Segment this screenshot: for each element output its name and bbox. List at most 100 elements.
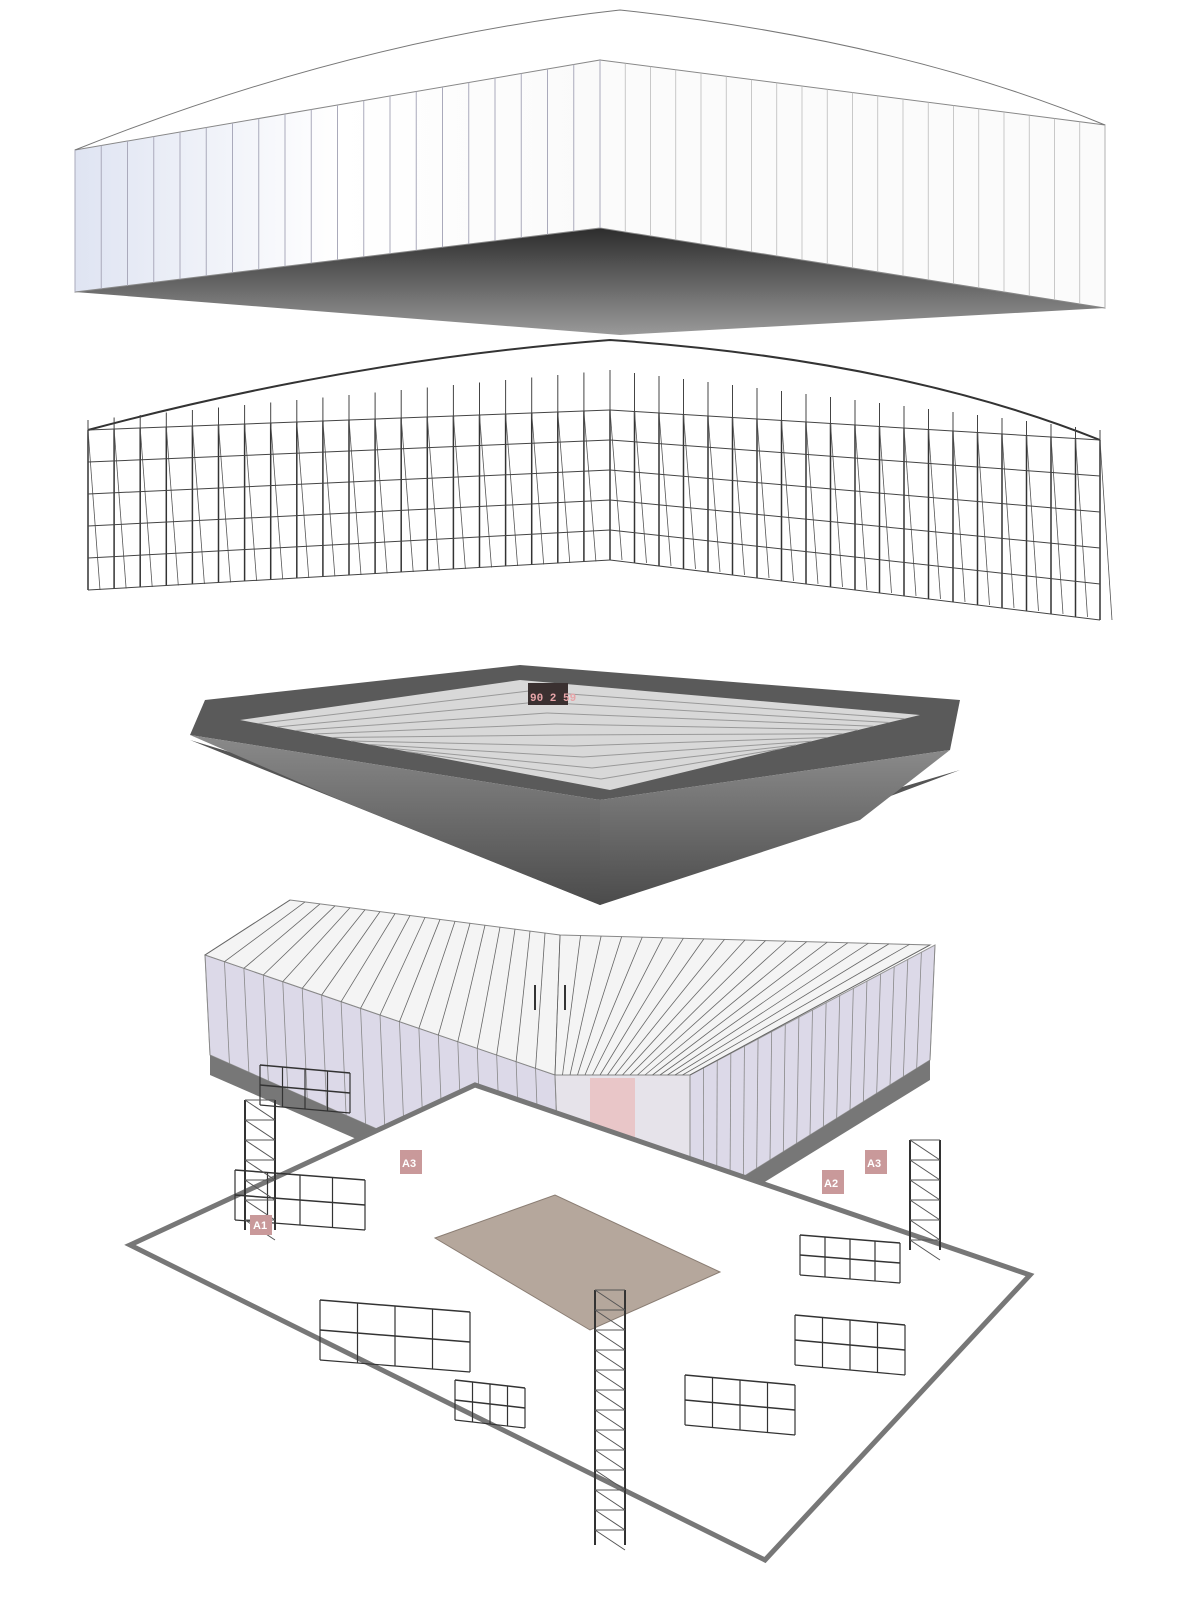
module-beam [319, 1329, 471, 1343]
seating-row [350, 740, 575, 747]
seating-row [573, 737, 828, 747]
truss-brace [805, 421, 819, 585]
tower-brace [594, 1529, 626, 1551]
module-beam [259, 1064, 351, 1074]
truss-brace [1001, 433, 1015, 609]
truss-brace [505, 413, 518, 567]
module-beam [799, 1254, 901, 1264]
seating-row [555, 723, 859, 731]
seating-row [276, 701, 539, 728]
scaffold-rake [682, 944, 910, 1076]
roof-envelope-layer [74, 9, 1106, 335]
truss-brace [348, 419, 362, 576]
gate-a2-label: A2 [824, 1178, 838, 1190]
scaffold-rake [554, 934, 561, 1076]
tower-brace [594, 1449, 626, 1471]
scaffold-rake [569, 936, 602, 1076]
scaffold-rake [689, 944, 931, 1076]
scaffold-rake [399, 919, 441, 1022]
tower-brace [594, 1509, 626, 1531]
scaffold-post [340, 1001, 347, 1116]
scaffold-post [282, 981, 289, 1090]
envelope-panel-lines [74, 60, 1106, 308]
truss-brace [928, 429, 941, 600]
scaffold-post [889, 966, 895, 1086]
gate-a3-front: A3 [400, 1150, 422, 1174]
truss-chord [609, 499, 1101, 549]
scaffold-post [809, 1009, 813, 1136]
seating-row [564, 733, 843, 736]
scaffold-post [862, 981, 868, 1102]
scaffold-rake [562, 935, 581, 1076]
scaffold-post [204, 954, 211, 1056]
seating-row [406, 751, 602, 780]
truss-brace [781, 420, 794, 582]
scaffold-rake [577, 936, 623, 1076]
scaffold-rake [340, 913, 396, 1002]
truss-brace [374, 418, 388, 574]
gate-a3-front-label: A3 [402, 1158, 416, 1170]
module-beam [234, 1194, 366, 1206]
module-beam [454, 1419, 526, 1429]
truss-brace [879, 426, 892, 594]
truss-brace [634, 411, 647, 564]
truss-chord [87, 529, 611, 559]
scaffold-rake [644, 941, 807, 1076]
scaffold-post [769, 1031, 773, 1161]
seating-row [258, 690, 530, 724]
truss-chord [87, 409, 611, 431]
gate-a2: A2 [822, 1170, 844, 1194]
tower-brace [909, 1199, 941, 1221]
truss-brace [165, 426, 179, 586]
scaffold-post [756, 1038, 759, 1169]
scaffold-post [301, 988, 308, 1099]
module-beam [319, 1359, 471, 1373]
scaffold-rake [282, 907, 351, 982]
truss-brace [1099, 439, 1113, 621]
module-beam [794, 1339, 906, 1351]
roof-truss-layer [87, 338, 1113, 621]
module-beam [319, 1299, 471, 1313]
truss-brace [270, 422, 284, 580]
scaffold-post [929, 944, 936, 1061]
scaffold-post [224, 961, 230, 1064]
scaffold-post [902, 959, 909, 1077]
truss-chord [87, 559, 611, 591]
scaffold-rake [599, 938, 684, 1076]
seating-row [546, 712, 874, 727]
scaffold-rake [607, 938, 705, 1076]
scaffold-rake [224, 901, 306, 962]
truss-chord [609, 439, 1101, 477]
envelope-underside [75, 228, 1105, 335]
tower-brace [594, 1309, 626, 1331]
scaffold-post [742, 1046, 745, 1177]
scaffold-post [876, 973, 881, 1094]
scaffold-rake [535, 933, 546, 1069]
module-beam [259, 1084, 351, 1094]
truss-chord [87, 469, 611, 495]
truss-chord [609, 559, 1101, 621]
scaffold-rake [418, 921, 456, 1029]
module-beam [794, 1314, 906, 1326]
tower-brace [244, 1179, 276, 1201]
bowl-right-wall [600, 750, 950, 905]
scaffold-post [729, 1053, 732, 1186]
module-beam [684, 1399, 796, 1411]
gate-a3-label: A3 [867, 1158, 881, 1170]
seating-row [591, 744, 797, 769]
bowl-left-wall [190, 735, 600, 905]
tower-brace [594, 1369, 626, 1391]
truss-brace [658, 412, 672, 567]
tower-brace [909, 1219, 941, 1241]
tower-brace [244, 1099, 276, 1121]
scaffold-post [321, 994, 328, 1107]
truss-chord [87, 439, 611, 463]
truss-brace [1075, 438, 1088, 618]
scaffold-rake [496, 929, 516, 1056]
truss-brace [296, 421, 310, 579]
lighting-towers [244, 985, 941, 1551]
scaffold-rake [614, 939, 725, 1076]
scaffold-post [822, 1002, 827, 1127]
truss-brace [756, 418, 770, 579]
truss-brace [400, 417, 414, 573]
